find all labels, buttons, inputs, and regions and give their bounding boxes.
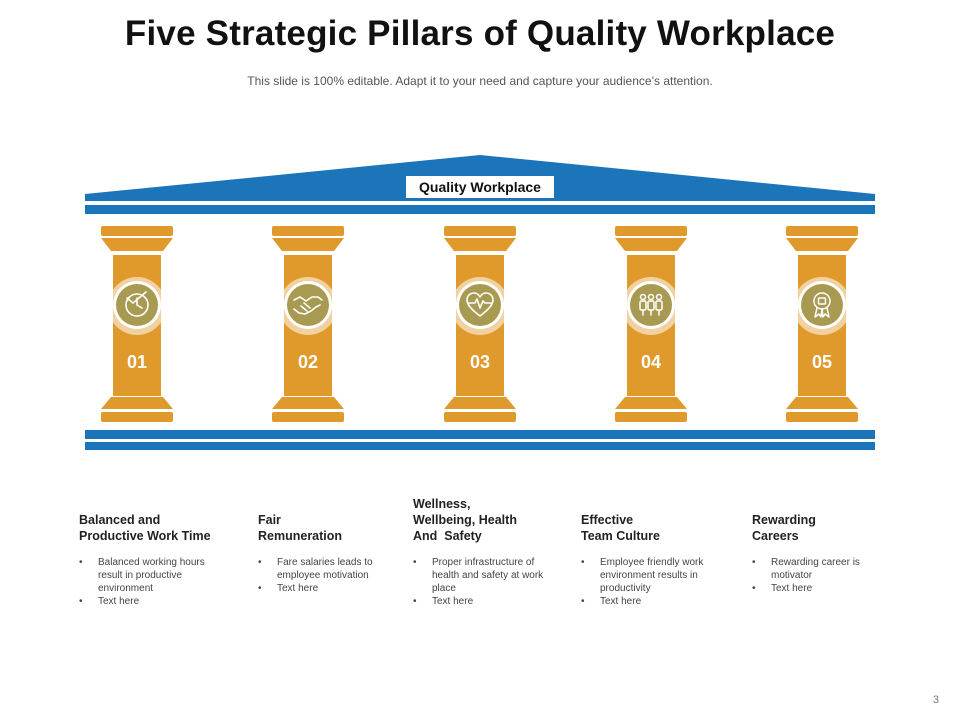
pillar-title-line: Wellness, [413, 497, 471, 511]
page-number: 3 [932, 694, 939, 706]
bullet-item: Text here [752, 582, 902, 595]
bullet-list: Balanced working hours result in product… [79, 556, 229, 608]
pillar-4 [615, 226, 687, 422]
bullet-item: Text here [581, 595, 731, 608]
clock-check-icon [125, 291, 149, 317]
pillar-3 [444, 226, 516, 422]
pillar-description-1: Balanced and Productive Work Time Balanc… [79, 512, 229, 608]
bullet-item: Balanced working hours result in product… [79, 556, 229, 595]
bullet-item: Proper infrastructure of health and safe… [413, 556, 563, 595]
award-badge-icon [813, 292, 831, 318]
bullet-item: Fare salaries leads to employee motivati… [258, 556, 408, 582]
pillar-title-line: Productive Work Time [79, 529, 211, 543]
bullet-item: Text here [79, 595, 229, 608]
pillar-5 [786, 226, 858, 422]
pillar-title-line: Remuneration [258, 529, 343, 543]
bullet-list: Employee friendly work environment resul… [581, 556, 731, 608]
pillar-title-line: And Safety [413, 529, 482, 543]
slide-title: Five Strategic Pillars of Quality Workpl… [124, 14, 836, 53]
bullet-list: Proper infrastructure of health and safe… [413, 556, 563, 608]
icon-ring [630, 284, 672, 326]
pillar-title-line: Effective [581, 513, 634, 527]
pillar-title-line: Balanced and [79, 513, 161, 527]
pillar-title-2: Fair Remuneration [258, 512, 408, 544]
heart-pulse-icon [466, 292, 494, 317]
pillar-number-4: 04 [640, 352, 662, 372]
bullet-item: Employee friendly work environment resul… [581, 556, 731, 595]
pillar-title-line: Fair [258, 513, 281, 527]
icon-ring [287, 284, 329, 326]
pillar-number-5: 05 [811, 352, 833, 372]
pillar-title-5: Rewarding Careers [752, 512, 902, 544]
bullet-item: Text here [258, 582, 408, 595]
pillar-2 [272, 226, 344, 422]
base-bar-top [85, 430, 875, 439]
bullet-item: Text here [413, 595, 563, 608]
pillar-title-line: Team Culture [581, 529, 660, 543]
icon-ring [459, 284, 501, 326]
pillar-description-5: Rewarding Careers Rewarding career is mo… [752, 512, 902, 595]
icon-ring [801, 284, 843, 326]
pillar-description-4: Effective Team Culture Employee friendly… [581, 512, 731, 608]
pillar-description-2: Fair Remuneration Fare salaries leads to… [258, 512, 408, 595]
bullet-list: Fare salaries leads to employee motivati… [258, 556, 408, 595]
pillar-1 [101, 226, 173, 422]
pillar-number-1: 01 [126, 352, 148, 372]
pillar-number-3: 03 [469, 352, 491, 372]
pillar-number-2: 02 [297, 352, 319, 372]
pillar-title-line: Wellbeing, Health [413, 513, 517, 527]
base-bar-bottom [85, 442, 875, 450]
slide-subtitle: This slide is 100% editable. Adapt it to… [247, 74, 713, 88]
roof-beam [85, 205, 875, 214]
team-icon [639, 293, 663, 316]
pillar-title-line: Rewarding [752, 513, 816, 527]
bullet-item: Rewarding career is motivator [752, 556, 902, 582]
pillar-title-line: Careers [752, 529, 799, 543]
pillar-title-3: Wellness, Wellbeing, Health And Safety [413, 496, 563, 544]
handshake-icon [293, 296, 323, 315]
roof-label: Quality Workplace [405, 175, 555, 199]
pillar-title-1: Balanced and Productive Work Time [79, 512, 229, 544]
bullet-list: Rewarding career is motivator Text here [752, 556, 902, 595]
pillar-description-3: Wellness, Wellbeing, Health And Safety P… [413, 496, 563, 608]
pillar-title-4: Effective Team Culture [581, 512, 731, 544]
